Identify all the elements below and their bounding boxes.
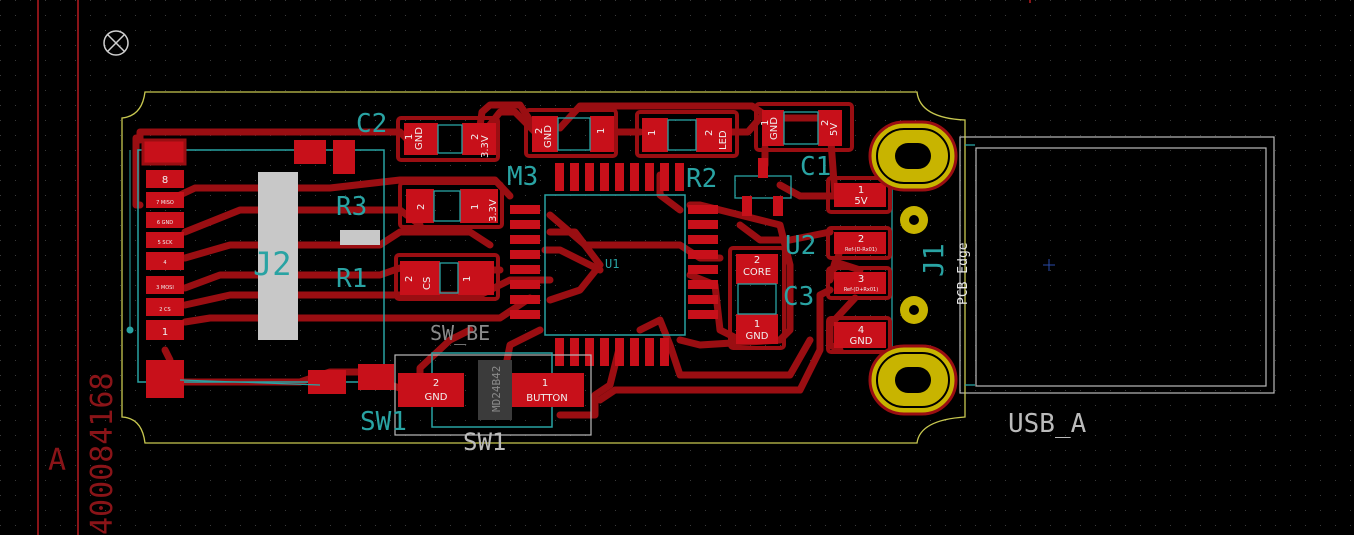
j1-pad-2-num: 2	[858, 234, 864, 245]
r3-pad-2-num: 2	[416, 204, 427, 210]
j1-pad-1-label: 5V	[854, 196, 867, 207]
j2-pin-4-label: 4	[163, 260, 166, 266]
j2-pin-4[interactable]	[146, 252, 184, 270]
r3-pad-1-num: 1	[470, 204, 481, 210]
r2-pad-2-label: LED	[718, 130, 729, 150]
sheet-zone-letter: A	[48, 443, 66, 478]
sw1-ref: SW1	[360, 407, 407, 437]
sw1-pad-2-label: GND	[425, 392, 448, 403]
j2-shield-pad-bottom-mid[interactable]	[308, 370, 346, 394]
r1-pad-1-num: 1	[462, 276, 473, 282]
c1-pad-1-num: 1	[760, 120, 771, 126]
u2-ref: U2	[785, 231, 816, 261]
c2-ref: C2	[356, 109, 387, 139]
origin-marker-icon[interactable]	[103, 30, 129, 56]
j1-pad-3-label: Ref-(D+Rx01)	[844, 287, 878, 293]
j2-pin-6[interactable]	[146, 212, 184, 228]
j2-ref: J2	[253, 245, 292, 283]
pcb-edge-label: PCB Edge	[956, 242, 971, 305]
m3-pad-2-label: GND	[543, 125, 554, 148]
j1-pad-1-num: 1	[858, 185, 864, 196]
c2-pad-2-label: 3.3V	[480, 135, 491, 158]
c2-pad-2-num: 2	[470, 134, 481, 140]
j2-pin-1[interactable]	[146, 320, 184, 340]
r2-pad-2-num: 2	[704, 130, 715, 136]
j2-connector[interactable]	[126, 138, 395, 398]
j2-shield-pad-bottom-right[interactable]	[358, 364, 394, 390]
sw1-fab-ref: SW1	[463, 428, 506, 456]
r2-ref: R2	[686, 164, 717, 194]
j2-pin-5[interactable]	[146, 232, 184, 248]
board-edge	[121, 91, 966, 444]
u1-ic[interactable]	[510, 163, 718, 366]
sw1-pad-1-label: BUTTON	[526, 393, 568, 404]
j2-pin-2-label: 2 CS	[159, 307, 170, 313]
c3-pad-1-label: GND	[746, 331, 769, 342]
c1-capacitor[interactable]: GND 5V 1 2	[754, 102, 854, 152]
sw-fab-label: SW_BE	[430, 321, 490, 345]
j2-pin-8[interactable]	[146, 170, 184, 188]
r1-ref: R1	[336, 264, 367, 294]
c2-pad-1-label: GND	[414, 127, 425, 150]
c1-pad-2-num: 2	[820, 120, 831, 126]
c3-pad-1-num: 1	[754, 319, 760, 330]
c2-capacitor[interactable]: GND 3.3V 1 2	[396, 116, 500, 162]
sw1-part-label: MD24B42	[490, 366, 503, 412]
usb-a-courtyard	[959, 136, 1275, 394]
j2-pin-3-label: 3 MOSI	[156, 285, 174, 291]
j2-pin-6-label: 6 GND	[157, 220, 173, 226]
j2-pin-3[interactable]	[146, 276, 184, 294]
j1-ref: J1	[917, 243, 950, 277]
c3-ref: C3	[783, 282, 814, 312]
m3-pad-1-num: 1	[596, 128, 607, 134]
r1-pad-2-label: CS	[422, 277, 433, 290]
c1-pad-2-label: 5V	[829, 123, 840, 136]
c1-ref: C1	[800, 152, 831, 182]
j2-pin-7[interactable]	[146, 192, 184, 208]
c2-pad-1-num: 1	[404, 134, 415, 140]
j2-pin-7-label: 7 MISO	[156, 200, 174, 206]
j2-shield-pad-top-right[interactable]	[294, 140, 326, 164]
sheet-rotated-number: 400084168	[85, 372, 120, 535]
sw1-pad-2-num: 2	[433, 378, 439, 389]
r2-resistor[interactable]: LED 1 2	[635, 110, 739, 158]
j2-mech-pad[interactable]	[333, 140, 355, 174]
m3-resistor[interactable]: GND 2 1	[524, 108, 618, 158]
j1-pad-3-num: 3	[858, 274, 864, 285]
c3-capacitor[interactable]: 2 CORE 1 GND	[728, 246, 786, 350]
r3-resistor[interactable]: 3.3V 2 1	[398, 181, 504, 229]
j2-pin-1-label: 1	[162, 327, 168, 338]
j2-shield-pad-top[interactable]	[141, 138, 187, 166]
j2-shield-pad-bottom[interactable]	[146, 360, 184, 398]
u1-ref: U1	[605, 257, 619, 271]
j2-pins[interactable]: 8 7 MISO 6 GND 5 SCK 4 3 MOSI 2 CS 1	[146, 170, 184, 340]
r1-pad-2-num: 2	[404, 276, 415, 282]
c3-pad-2-num: 2	[754, 255, 760, 266]
r3-pad-1-label: 3.3V	[488, 199, 499, 222]
sheet-frame	[37, 0, 1031, 535]
j1-pad-2-label: Ref-(D-Rx01)	[845, 247, 877, 253]
usb-a-label: USB_A	[1008, 409, 1087, 439]
j1-pad-4-num: 4	[858, 325, 864, 336]
m3-pad-2-num: 2	[534, 128, 545, 134]
j2-pin-2[interactable]	[146, 298, 184, 316]
c1-pad-1-label: GND	[769, 117, 780, 140]
c3-pad-2-label: CORE	[743, 267, 771, 278]
j2-pin-8-label: 8	[162, 175, 168, 186]
sw1-switch[interactable]: 2 GND 1 BUTTON MD24B42	[394, 352, 592, 436]
u2-regulator[interactable]	[734, 158, 792, 216]
j1-pad-4-label: GND	[850, 336, 873, 347]
r2-pad-1-num: 1	[647, 130, 658, 136]
sw1-pad-1-num: 1	[542, 378, 548, 389]
j2-pin-5-label: 5 SCK	[158, 240, 173, 246]
r1-resistor[interactable]: CS 2 1	[394, 253, 500, 301]
j1-usb-connector[interactable]: 1 5V 2 Ref-(D-Rx01) 3 Ref-(D+Rx01) 4 GND	[826, 120, 975, 416]
r3-ref: R3	[336, 192, 367, 222]
m3-ref: M3	[507, 162, 538, 192]
